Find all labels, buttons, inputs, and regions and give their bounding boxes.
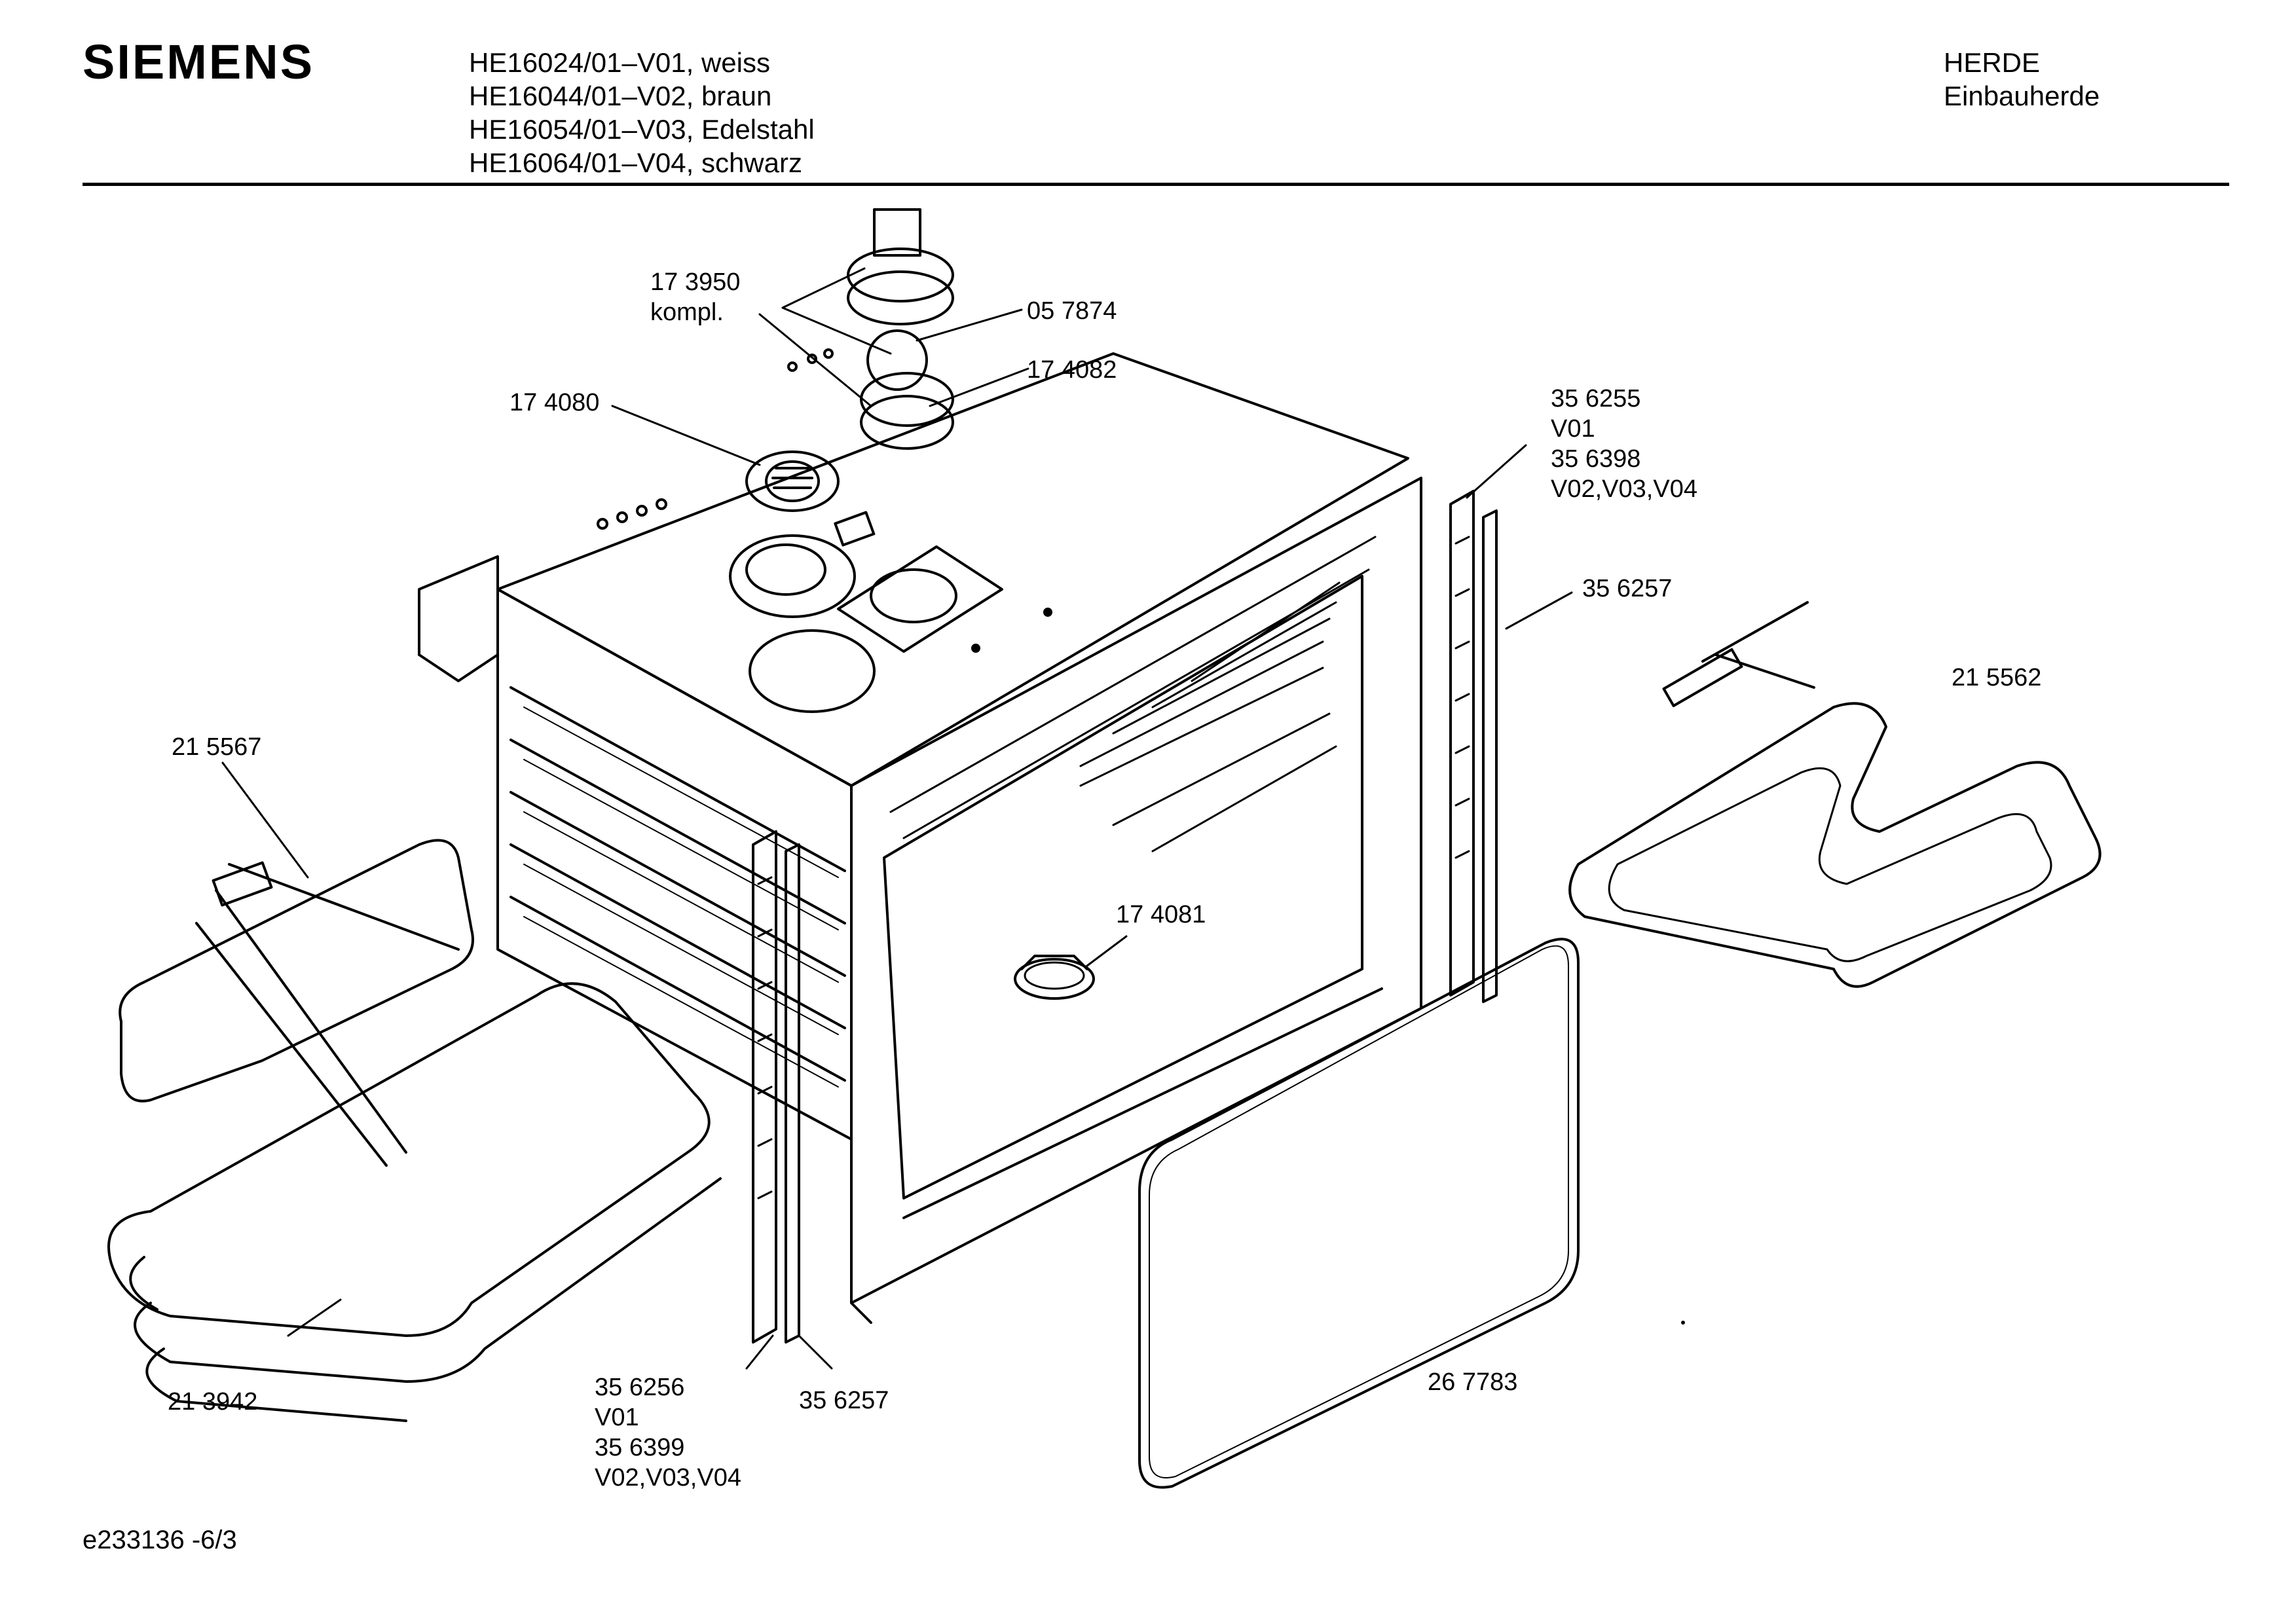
heating-element-215567 <box>119 839 474 1167</box>
part-label-356257-right: 35 6257 <box>1582 575 1673 602</box>
document-id: e233136 -6/3 <box>83 1526 237 1554</box>
part-number: 35 6255 <box>1551 385 1641 412</box>
siemens-logo: SIEMENS <box>83 35 315 89</box>
part-label-356255: 35 6255 V01 35 6398 V02,V03,V04 <box>1551 384 1697 504</box>
thermostat-assembly <box>745 208 954 512</box>
part-label-356257-left: 35 6257 <box>799 1387 889 1414</box>
part-label-173950: 17 3950 kompl. <box>650 267 740 327</box>
model-line: HE16024/01–V01, weiss <box>469 47 770 78</box>
model-line: HE16044/01–V02, braun <box>469 81 772 111</box>
model-list: HE16024/01–V01, weiss HE16044/01–V02, br… <box>469 46 815 179</box>
category-block: HERDE Einbauherde <box>1944 46 2100 113</box>
part-label-356256: 35 6256 V01 35 6399 V02,V03,V04 <box>595 1372 741 1493</box>
part-variant: V02,V03,V04 <box>595 1464 741 1492</box>
model-line: HE16064/01–V04, schwarz <box>469 147 802 178</box>
part-number: 35 6399 <box>595 1434 685 1461</box>
part-label-174082: 17 4082 <box>1027 356 1117 384</box>
part-label-057874: 05 7874 <box>1027 297 1117 325</box>
right-side-rails <box>1449 490 1498 1003</box>
part-label-174080: 17 4080 <box>509 389 600 416</box>
part-variant: V01 <box>1551 415 1595 443</box>
lamp-174081 <box>1014 955 1095 1000</box>
category-title: HERDE <box>1944 47 2041 78</box>
part-label-215562: 21 5562 <box>1952 664 2042 691</box>
part-label-213942: 21 3942 <box>168 1388 258 1416</box>
insulation-213942 <box>107 982 722 1422</box>
dot-mark <box>1681 1321 1685 1325</box>
header-rule <box>83 183 2229 186</box>
inner-rack-guides <box>1079 581 1341 852</box>
category-subtitle: Einbauherde <box>1944 81 2100 111</box>
part-label-215567: 21 5567 <box>172 733 262 761</box>
part-variant: V01 <box>595 1404 639 1431</box>
part-label-267783: 26 7783 <box>1428 1368 1518 1396</box>
part-number: 17 3950 <box>650 268 741 296</box>
part-number: 35 6398 <box>1551 445 1641 473</box>
part-label-174081: 17 4081 <box>1116 901 1206 928</box>
left-side-rails <box>752 830 800 1344</box>
leader-lines <box>221 267 1573 1370</box>
door-seal-267783 <box>1138 938 1580 1489</box>
part-variant: V02,V03,V04 <box>1551 475 1697 503</box>
top-opening <box>729 534 856 618</box>
model-line: HE16054/01–V03, Edelstahl <box>469 114 815 145</box>
heating-element-215562 <box>1568 601 2102 988</box>
part-note: kompl. <box>650 299 724 326</box>
part-number: 35 6256 <box>595 1374 685 1401</box>
